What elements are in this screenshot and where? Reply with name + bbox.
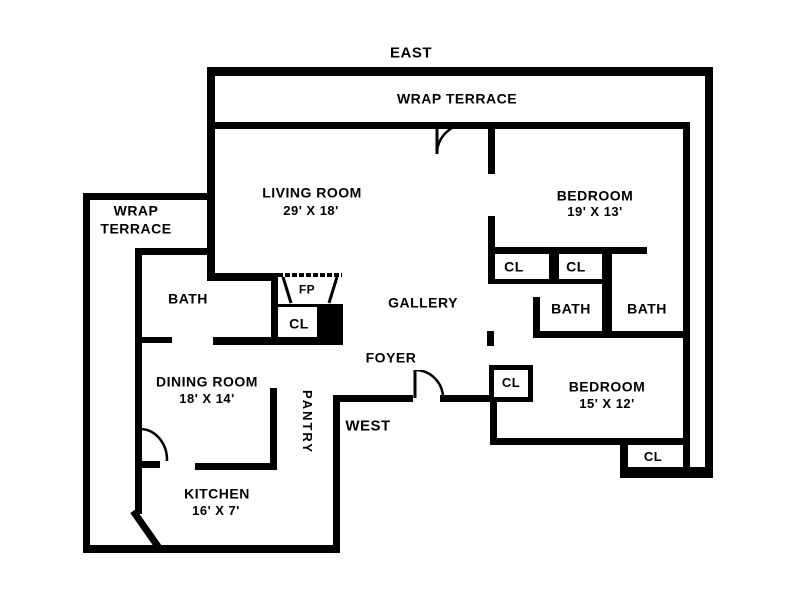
- label-wrap-terrace-left-line1: WRAP: [113, 202, 159, 219]
- wall-pantry-horizontal: [195, 463, 277, 470]
- door-arc-terrace-icon: [435, 124, 468, 155]
- wall-bath-dining-stub: [135, 337, 172, 343]
- label-bath-right: BATH: [627, 300, 667, 317]
- closet-foyer-box: [489, 365, 533, 402]
- fireplace-icon: [278, 273, 342, 304]
- label-dining-room-name: DINING ROOM: [156, 373, 258, 390]
- wall-closet-separator: [549, 247, 559, 284]
- wall-foyer-bottom-left: [333, 395, 413, 402]
- wall-bed2-bottom: [490, 438, 685, 445]
- label-fireplace: FP: [298, 282, 316, 297]
- solid-column-block: [317, 304, 343, 342]
- label-closet-bed1-left: CL: [504, 258, 524, 275]
- wall-closet-row-top: [490, 247, 647, 254]
- wall-right-inner: [683, 122, 690, 477]
- label-closet-fireplace: CL: [289, 315, 309, 332]
- door-arc-entry-icon: [413, 370, 445, 399]
- label-living-room-dims: 29' X 18': [283, 202, 339, 218]
- wall-gallery-bed2-stub: [487, 331, 494, 346]
- label-west: WEST: [345, 417, 391, 435]
- label-bedroom1-dims: 19' X 13': [567, 203, 623, 219]
- label-kitchen-name: KITCHEN: [184, 485, 250, 502]
- wall-left-inner-top: [135, 248, 213, 255]
- wall-bath-divider: [602, 247, 612, 338]
- label-foyer: FOYER: [365, 349, 417, 366]
- wall-terrace-top-inner: [211, 122, 690, 129]
- label-gallery: GALLERY: [388, 294, 458, 311]
- wall-kitchen-east: [333, 395, 340, 553]
- wall-bath-bottom: [533, 331, 683, 338]
- label-wrap-terrace-top: WRAP TERRACE: [396, 90, 518, 107]
- wall-fireplace-bottom-line: [278, 304, 318, 307]
- wall-right-outer: [705, 67, 713, 478]
- wall-fireplace-left: [271, 273, 278, 341]
- label-closet-foyer: CL: [501, 374, 521, 390]
- door-arc-kitchen-icon: [140, 428, 169, 462]
- label-living-room-name: LIVING ROOM: [262, 184, 362, 201]
- wall-bed2-left: [490, 368, 497, 445]
- wall-foyer-bottom-right: [440, 395, 497, 402]
- label-bedroom2-dims: 15' X 12': [579, 395, 635, 411]
- label-bedroom1-name: BEDROOM: [556, 187, 634, 204]
- label-bath-left: BATH: [168, 290, 208, 307]
- wall-bath-stub: [533, 297, 540, 337]
- wall-gallery-bed1-upper: [488, 122, 495, 174]
- label-pantry: PANTRY: [300, 390, 316, 454]
- wall-top-outer: [207, 67, 713, 76]
- wall-livingroom-bottom: [207, 273, 277, 281]
- wall-dining-top: [213, 337, 343, 345]
- wall-pantry-vertical: [270, 388, 277, 470]
- label-wrap-terrace-left: WRAP TERRACE: [100, 203, 171, 238]
- label-dining-room-dims: 18' X 14': [179, 390, 235, 406]
- label-closet-bed1-right: CL: [566, 258, 586, 275]
- wall-main-left: [207, 67, 215, 280]
- wall-left-terrace-top: [83, 193, 214, 200]
- label-wrap-terrace-left-line2: TERRACE: [100, 220, 172, 236]
- label-kitchen-dims: 16' X 7': [192, 502, 240, 518]
- label-bedroom2-name: BEDROOM: [568, 378, 646, 395]
- wall-bottom-outer: [83, 545, 340, 553]
- wall-left-outer: [83, 193, 90, 552]
- label-east: EAST: [389, 44, 433, 62]
- wall-left-inner: [135, 248, 142, 514]
- label-bath-middle: BATH: [551, 300, 591, 317]
- wall-bed2-closet-left: [620, 443, 628, 475]
- wall-bottom-right-outer: [620, 467, 713, 478]
- wall-kitchen-stub: [135, 461, 160, 468]
- label-closet-bed2: CL: [643, 448, 663, 464]
